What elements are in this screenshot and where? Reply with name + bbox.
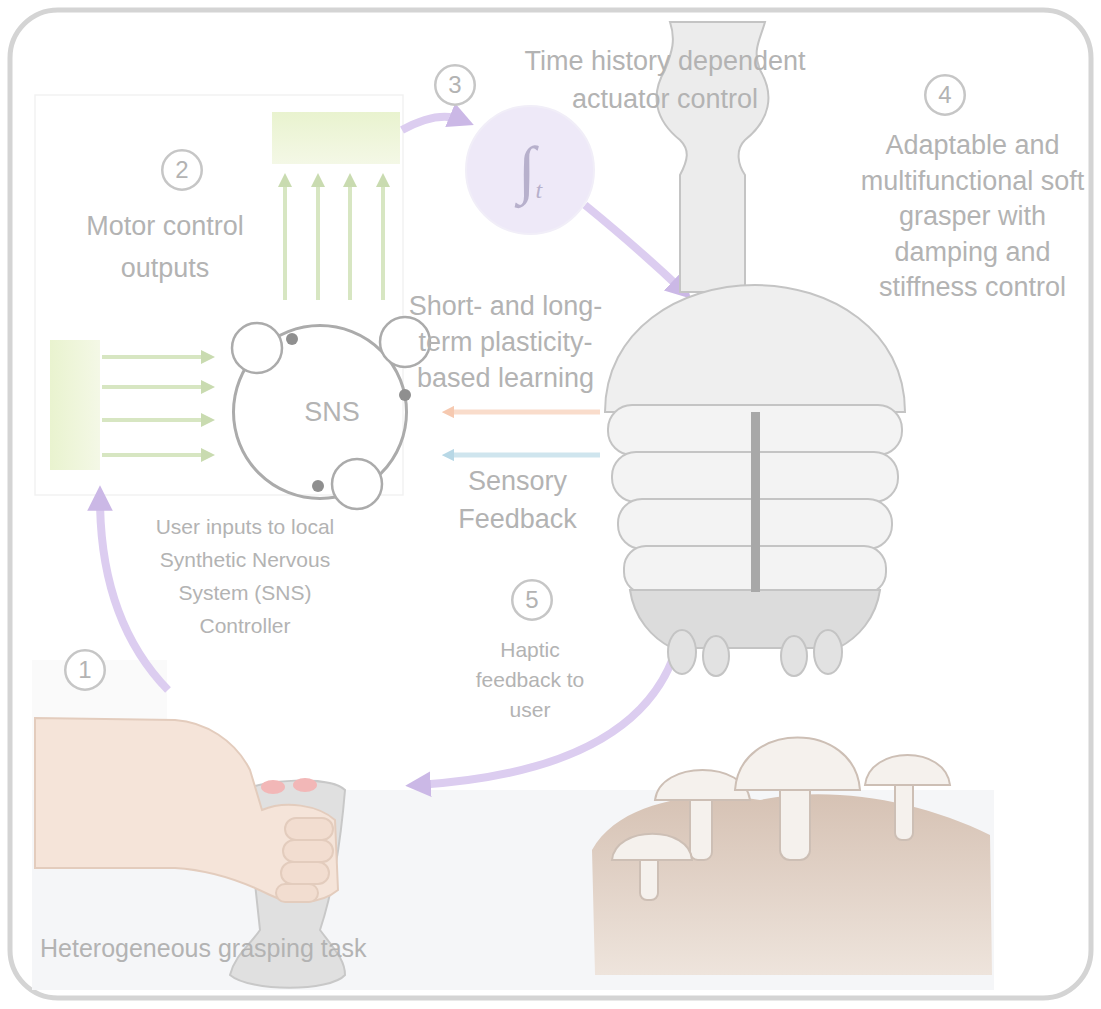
step-caption: Haptic feedback to user (470, 635, 590, 725)
node-text: ∫ (518, 133, 536, 207)
sns-network: SNS (232, 324, 408, 500)
step-number: 2 (161, 149, 203, 191)
node-body: ∫t (465, 105, 595, 235)
node-body: 2 (161, 149, 203, 191)
neuron-circle (232, 323, 282, 373)
input-arrows (102, 357, 208, 455)
synapse-dot (312, 480, 324, 492)
node-text: t (535, 177, 542, 204)
feedback-arrow (448, 453, 600, 458)
node-circle (466, 106, 594, 234)
synapse-dot (286, 333, 298, 345)
step-caption: Motor control outputs (60, 205, 270, 289)
node-body: SNS (232, 324, 408, 500)
arrow-caption: Sensory Feedback (420, 462, 615, 538)
output-bar (272, 112, 400, 164)
node-circle (925, 75, 965, 115)
integrator-circle: ∫t (465, 105, 595, 235)
synapse-dot (399, 389, 411, 401)
mushroom-bed (592, 738, 992, 976)
node-circle (65, 650, 105, 690)
node-circle (435, 65, 475, 105)
arrow-caption: Short- and long-term plasticity-based le… (398, 288, 613, 396)
node-body: 3 (434, 64, 476, 106)
step-caption: Time history dependent actuator control (495, 42, 835, 118)
node-text: 2 (175, 156, 188, 184)
node-text: 1 (78, 656, 91, 684)
node-circle (512, 580, 552, 620)
node-text: 4 (938, 81, 951, 109)
step-number: 4 (924, 74, 966, 116)
feedback-arrow (448, 410, 600, 415)
step-number: 1 (64, 649, 106, 691)
controller-panel (35, 95, 403, 495)
node-circle (162, 150, 202, 190)
step-caption: User inputs to local Synthetic Nervous S… (140, 510, 350, 642)
neuron-circle (332, 459, 382, 509)
motor-arrows (285, 180, 383, 300)
node-body: 1 (64, 649, 106, 691)
input-bar (50, 340, 100, 470)
node-text: 3 (448, 71, 461, 99)
step-caption: Adaptable and multifunctional soft grasp… (850, 128, 1095, 306)
node-text: SNS (304, 397, 360, 428)
node-body: 5 (511, 579, 553, 621)
panel-title: Heterogeneous grasping task (40, 932, 500, 964)
soft-grasper (605, 22, 905, 676)
node-text: 5 (525, 586, 538, 614)
step-number: 5 (511, 579, 553, 621)
step-number: 3 (434, 64, 476, 106)
node-body: 4 (924, 74, 966, 116)
